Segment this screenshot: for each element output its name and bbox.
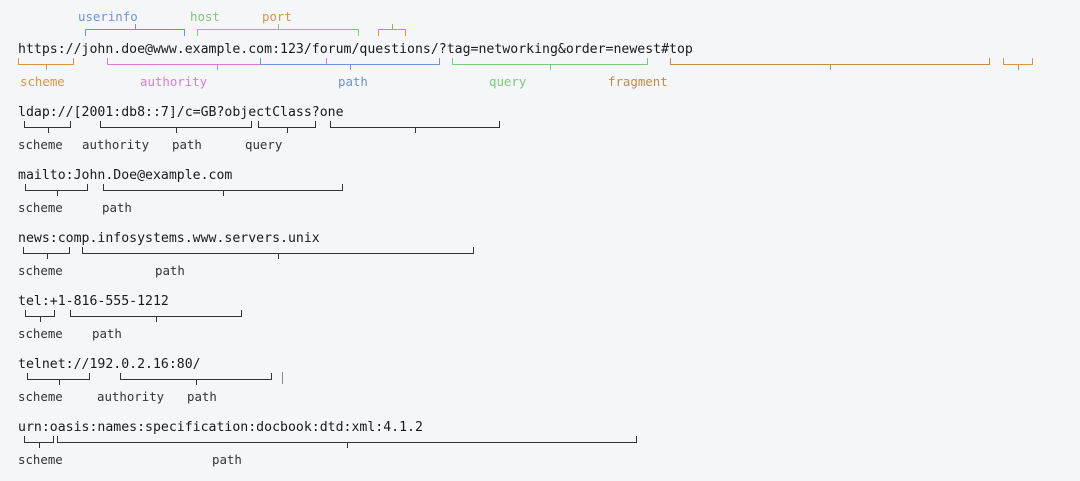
bracket-scheme [18, 58, 74, 70]
label-path: path [92, 326, 122, 341]
bracket-stem [47, 127, 49, 133]
bracket-stem [830, 64, 831, 70]
label-path: path [187, 389, 217, 404]
label-scheme: scheme [18, 389, 63, 404]
label-authority: authority [97, 389, 165, 404]
label-scheme: scheme [18, 326, 63, 341]
bracket-path [57, 436, 637, 448]
bracket-scheme [23, 247, 70, 259]
bracket-scheme [24, 121, 71, 133]
label-authority: authority [140, 74, 208, 89]
bracket-unlabeled [1003, 58, 1033, 70]
bracket-top-host [197, 24, 359, 36]
bracket-query [330, 121, 500, 133]
bracket-stem [278, 253, 279, 259]
label-scheme: scheme [18, 137, 63, 152]
label-host: host [190, 9, 220, 24]
label-scheme: scheme [18, 452, 63, 467]
bracket-scheme [27, 373, 90, 385]
label-userinfo: userinfo [78, 9, 138, 24]
label-query: query [245, 137, 283, 152]
bracket-stem [392, 24, 393, 30]
bracket-stem [415, 127, 416, 133]
bracket-authority [120, 373, 272, 385]
bracket-stem [347, 442, 348, 448]
bracket-stem [40, 316, 41, 322]
bracket-stem [156, 316, 157, 322]
uri-text-telnet-uri: telnet://192.0.2.16:80/ [18, 357, 201, 372]
bracket-path [70, 310, 242, 322]
bracket-stem [196, 379, 197, 385]
bracket-scheme [25, 310, 55, 322]
bracket-scheme [25, 184, 88, 196]
bracket-stem [56, 190, 58, 196]
bracket-stem [46, 253, 48, 259]
label-path: path [172, 137, 202, 152]
label-fragment: fragment [608, 74, 668, 89]
bracket-stem [39, 442, 40, 448]
uri-text-mailto-uri: mailto:John.Doe@example.com [18, 168, 233, 183]
bracket-fragment [670, 58, 990, 70]
label-path: path [155, 263, 185, 278]
bracket-stem [550, 64, 551, 70]
label-path: path [102, 200, 132, 215]
bracket-stem [350, 64, 351, 70]
uri-text-urn-uri: urn:oasis:names:specification:docbook:dt… [18, 420, 423, 435]
vertical-tick [282, 372, 283, 384]
label-scheme: scheme [18, 263, 63, 278]
bracket-query [452, 58, 648, 70]
bracket-stem [278, 24, 279, 30]
label-authority: authority [82, 137, 150, 152]
bracket-stem [58, 379, 60, 385]
bracket-stem [46, 64, 47, 70]
bracket-stem [1018, 64, 1019, 70]
bracket-authority [107, 58, 327, 70]
label-scheme: scheme [20, 74, 65, 89]
bracket-path [260, 58, 440, 70]
uri-text-tel-uri: tel:+1-816-555-1212 [18, 294, 169, 309]
bracket-stem [135, 24, 136, 30]
bracket-stem [217, 64, 218, 70]
bracket-path [103, 184, 343, 196]
bracket-scheme [24, 436, 54, 448]
bracket-path [258, 121, 316, 133]
label-query: query [489, 74, 527, 89]
bracket-stem [223, 190, 224, 196]
uri-text-ldap-uri: ldap://[2001:db8::7]/c=GB?objectClass?on… [18, 105, 344, 120]
bracket-stem [176, 127, 177, 133]
bracket-path [82, 247, 474, 259]
bracket-top-userinfo [85, 24, 185, 36]
bracket-stem [287, 127, 288, 133]
label-path: path [212, 452, 242, 467]
uri-text-news-uri: news:comp.infosystems.www.servers.unix [18, 231, 320, 246]
bracket-authority [100, 121, 252, 133]
label-path: path [338, 74, 368, 89]
label-scheme: scheme [18, 200, 63, 215]
bracket-top-port [378, 24, 406, 36]
uri-text-https-uri: https://john.doe@www.example.com:123/for… [18, 42, 693, 57]
label-port: port [262, 9, 292, 24]
